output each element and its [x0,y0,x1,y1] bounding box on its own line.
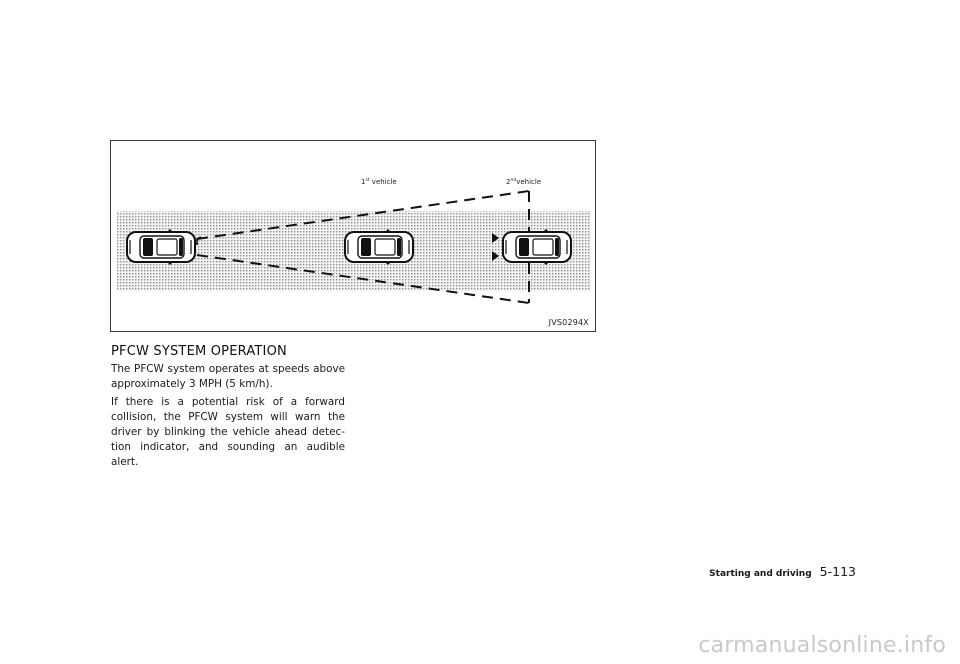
sensor-mark [196,236,202,245]
label-second-vehicle: 2ndvehicle [506,177,541,186]
page-footer: Starting and driving 5-113 [709,561,856,580]
pfcw-diagram: 1st vehicle 2ndvehicle JVS0294X [110,140,596,332]
first-vehicle [344,228,414,266]
paragraph-warning: If there is a potential risk of a forwar… [111,396,345,468]
warning-arrows [492,233,499,261]
second-vehicle [502,228,572,266]
page-number: 5-113 [819,564,856,579]
watermark: carmanualsonline.info [698,633,946,658]
figure-id: JVS0294X [548,318,589,327]
section-title: PFCW SYSTEM OPERATION [111,344,287,359]
footer-section-name: Starting and driving [709,569,812,579]
paragraph-operating-speed: The PFCW system operates at speeds above… [111,363,345,390]
pfcw-diagram-drawing: 1st vehicle 2ndvehicle [117,177,591,304]
label-first-vehicle: 1st vehicle [361,177,397,186]
own-vehicle [126,228,196,266]
